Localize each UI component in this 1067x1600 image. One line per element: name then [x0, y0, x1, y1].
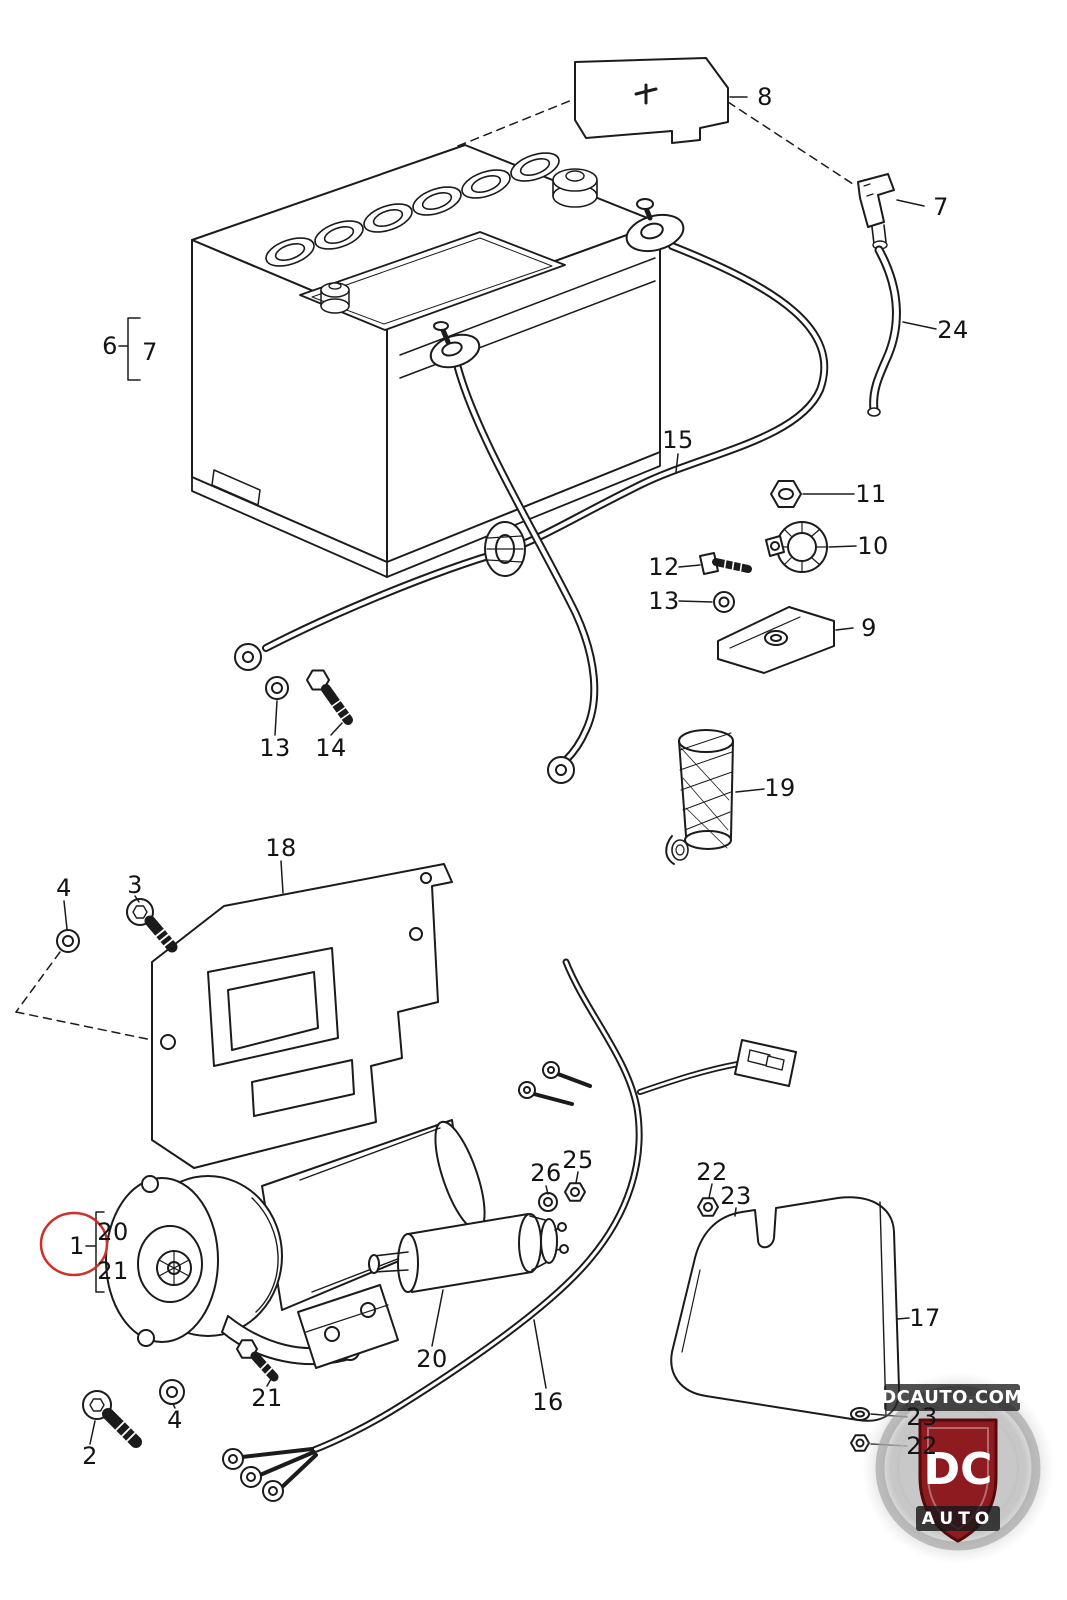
- watermark-site-text: DCAUTO.COM: [881, 1387, 1023, 1408]
- hex-nut-22-top: [697, 1197, 719, 1217]
- screw-12: [699, 552, 752, 575]
- hex-nut-11: [770, 480, 802, 508]
- connector-plug: [734, 1039, 797, 1087]
- bolt-14: [306, 669, 353, 725]
- watermark-badge-main-text: DC: [924, 1444, 993, 1495]
- bolt-21: [236, 1339, 279, 1382]
- vent-hose-24: [867, 245, 901, 417]
- cable-clamp-10: [765, 521, 828, 573]
- watermark-badge-sub-text: AUTO: [922, 1509, 995, 1529]
- washer-4-bottom: [159, 1379, 185, 1405]
- dashed-construction-lines: [15, 99, 857, 1041]
- bracket-6-7: [118, 317, 141, 381]
- highlight-circle: [39, 1211, 109, 1277]
- mount-bracket-9: [717, 606, 835, 674]
- mounting-bracket-18: [151, 863, 453, 1169]
- washer-13-right: [713, 591, 735, 613]
- washer-23-bottom: [850, 1407, 870, 1421]
- starter-motor: [105, 1119, 486, 1369]
- solenoid-20: [368, 1213, 569, 1293]
- bracket-20-21: [85, 1211, 105, 1293]
- battery-cable-15: [234, 198, 829, 784]
- battery-cover-plate: [574, 57, 729, 144]
- battery: [191, 144, 661, 578]
- watermark-badge: DCAUTO.COM DC AUTO: [862, 1372, 1054, 1564]
- wiring-harness-16: [222, 958, 797, 1502]
- hex-nut-25: [564, 1182, 586, 1202]
- bolt-2: [82, 1390, 142, 1448]
- leader-lines: [63, 96, 937, 1447]
- washer-26: [538, 1192, 558, 1212]
- bolt-3: [126, 898, 178, 953]
- washer-4-top: [56, 929, 80, 953]
- elbow-connector-7: [857, 173, 895, 250]
- watermark-site-banner: [884, 1384, 1020, 1411]
- washer-13-left: [265, 676, 289, 700]
- heat-shield-17: [670, 1196, 901, 1422]
- terminal-boot-19: [665, 729, 734, 865]
